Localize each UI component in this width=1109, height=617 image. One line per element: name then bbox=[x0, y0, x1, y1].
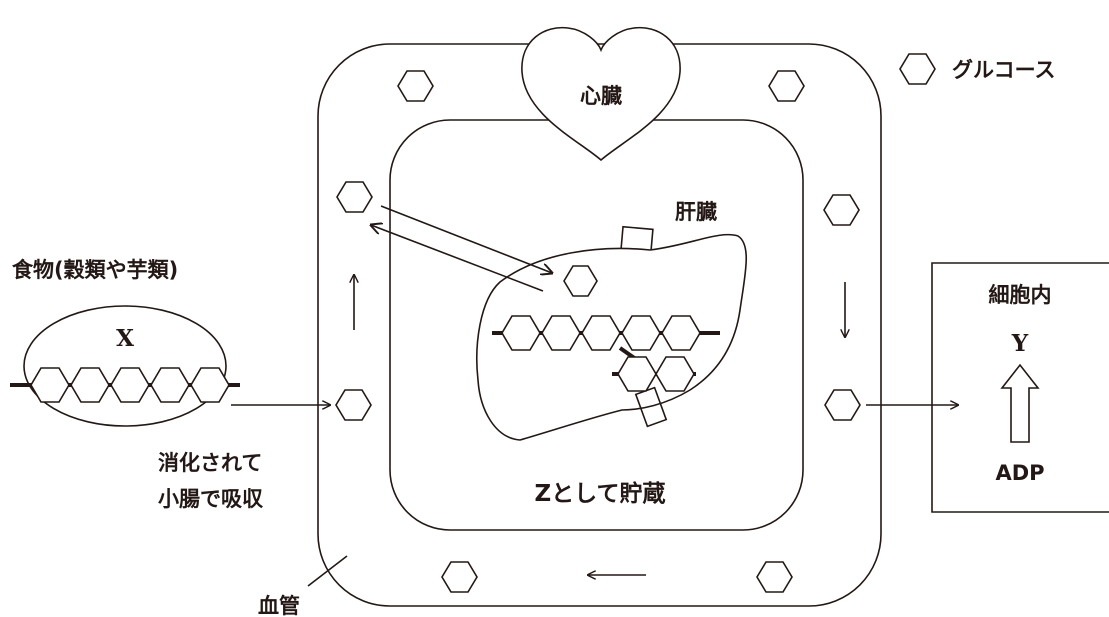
digest-label-line1: 消化されて bbox=[158, 451, 262, 475]
liver-glucose-hex bbox=[563, 265, 598, 297]
glycogen-hex bbox=[661, 315, 701, 351]
cell-label: 細胞内 bbox=[989, 283, 1052, 307]
glycogen-hex bbox=[617, 356, 657, 392]
glycogen-hex bbox=[655, 356, 695, 392]
digest-label-line2: 小腸で吸収 bbox=[158, 487, 264, 511]
starch-hex bbox=[70, 367, 110, 403]
glucose-hex bbox=[336, 181, 373, 213]
glucose-hex bbox=[824, 389, 861, 421]
cell-box bbox=[931, 262, 1109, 513]
adp-label: ADP bbox=[995, 461, 1044, 485]
vessel-label: 血管 bbox=[258, 594, 300, 617]
heart-label: 心臓 bbox=[580, 84, 622, 108]
glucose-hex bbox=[397, 70, 434, 102]
glucose-hex bbox=[335, 389, 372, 421]
vessel-pointer-line bbox=[307, 555, 348, 587]
glycogen-hex bbox=[541, 315, 581, 351]
liver-label: 肝臓 bbox=[675, 200, 717, 224]
starch-hex bbox=[30, 367, 70, 403]
glucose-hex bbox=[756, 561, 793, 593]
legend-glucose-label: グルコース bbox=[952, 58, 1056, 82]
starch-hex bbox=[110, 367, 150, 403]
glycogen-hex bbox=[621, 315, 661, 351]
glucose-hex bbox=[441, 561, 478, 593]
adp-to-y-arrow-icon bbox=[1000, 363, 1040, 443]
heart-shape bbox=[521, 26, 681, 162]
liver-vessel-top bbox=[620, 225, 654, 253]
x-label: X bbox=[116, 325, 134, 352]
glycogen-hex bbox=[501, 315, 541, 351]
legend-glucose-hex-icon bbox=[899, 53, 936, 85]
food-label: 食物(穀類や芋類) bbox=[12, 258, 178, 282]
y-label: Y bbox=[1011, 330, 1029, 357]
arrow-from-liver bbox=[371, 225, 544, 292]
glucose-hex bbox=[768, 70, 805, 102]
starch-hex bbox=[150, 367, 190, 403]
blood-vessel-outer bbox=[317, 43, 882, 607]
storage-label: Zとして貯蔵 bbox=[535, 480, 666, 507]
arrow-to-liver bbox=[380, 205, 552, 273]
food-ellipse bbox=[23, 305, 227, 427]
glycogen-hex bbox=[581, 315, 621, 351]
starch-hex bbox=[190, 367, 230, 403]
glucose-hex bbox=[823, 194, 860, 226]
